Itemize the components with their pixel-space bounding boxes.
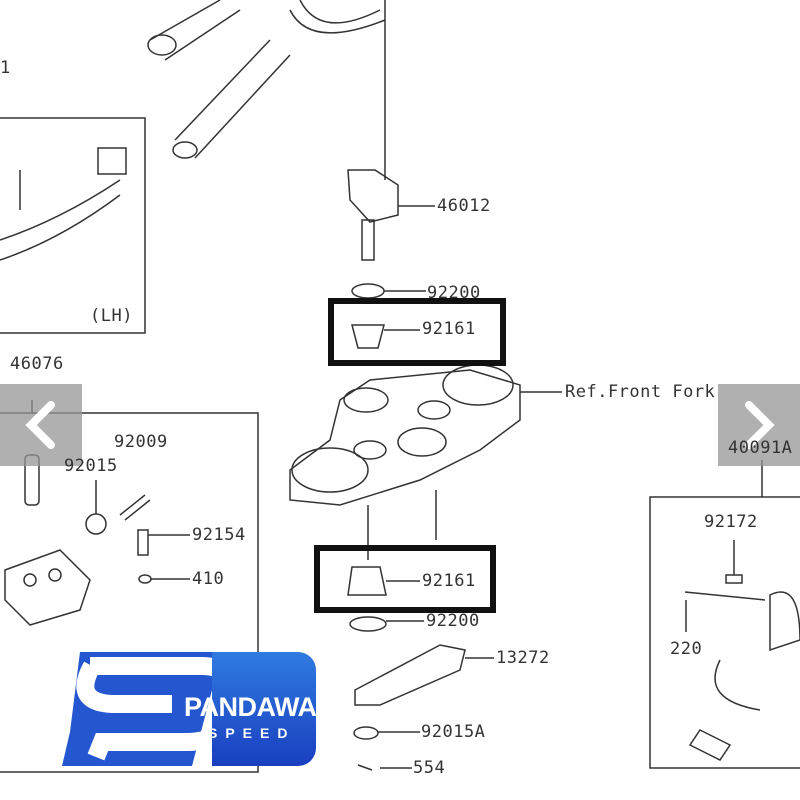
part-label-554: 554	[413, 758, 446, 778]
logo-brand-text: PANDAWA	[184, 692, 317, 722]
part-label-92161-top: 92161	[422, 319, 476, 339]
part-label-1: 1	[0, 58, 11, 78]
highlight-box-top	[328, 298, 506, 366]
part-label-92200-bottom: 92200	[426, 611, 480, 631]
carousel-prev-button[interactable]	[0, 384, 82, 466]
part-label-92154: 92154	[192, 525, 246, 545]
part-label-92172: 92172	[704, 512, 758, 532]
lh-switch-box	[0, 117, 146, 334]
part-label-92009: 92009	[114, 432, 168, 452]
part-label-40091a: 40091A	[728, 438, 793, 458]
part-label-13272: 13272	[496, 648, 550, 668]
part-label-92015a: 92015A	[421, 722, 486, 742]
highlight-box-bottom	[314, 545, 496, 613]
part-label-46076: 46076	[10, 354, 64, 374]
part-label-410: 410	[192, 569, 225, 589]
part-label-220: 220	[670, 639, 703, 659]
part-label-46012: 46012	[437, 196, 491, 216]
handlebar-drawing	[147, 0, 386, 180]
logo-sub-text: SPEED	[208, 725, 296, 741]
chevron-right-icon	[745, 401, 775, 449]
part-label-92200-top: 92200	[427, 283, 481, 303]
part-label-92161-bottom: 92161	[422, 571, 476, 591]
carousel-next-button[interactable]	[718, 384, 800, 466]
part-label-lh: (LH)	[90, 306, 133, 326]
pandawa-speed-logo: PANDAWA SPEED	[62, 652, 317, 766]
triple-clamp-drawing	[289, 364, 562, 506]
part-label-92015: 92015	[64, 456, 118, 476]
ref-front-fork-label: Ref.Front Fork	[565, 382, 716, 402]
chevron-left-icon	[25, 401, 55, 449]
